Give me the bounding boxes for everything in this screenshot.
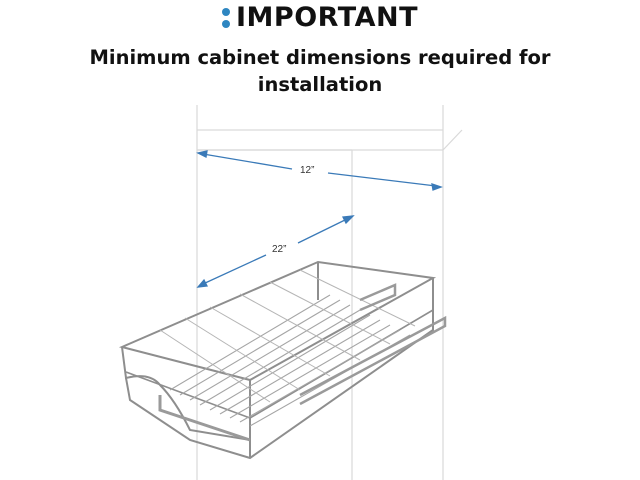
width-dimension-label: 12” bbox=[300, 165, 314, 176]
important-title: IMPORTANT bbox=[236, 2, 418, 33]
subtitle: Minimum cabinet dimensions required for … bbox=[0, 44, 640, 98]
depth-dimension bbox=[196, 215, 355, 288]
width-dimension bbox=[196, 150, 443, 191]
cabinet-outline bbox=[196, 105, 463, 480]
depth-dimension-label: 22” bbox=[272, 244, 286, 255]
info-dots-icon bbox=[222, 7, 231, 28]
subtitle-line-2: installation bbox=[257, 73, 383, 96]
header-title-row: IMPORTANT bbox=[0, 2, 640, 33]
wire-basket bbox=[118, 260, 447, 460]
subtitle-line-1: Minimum cabinet dimensions required for bbox=[89, 46, 551, 69]
